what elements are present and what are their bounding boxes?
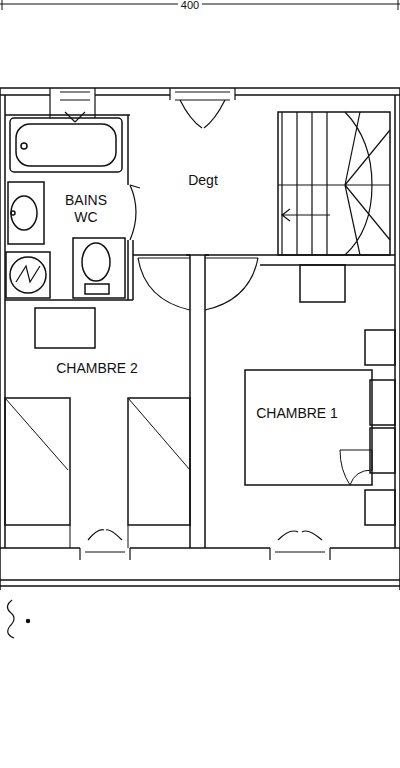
room-name: CHAMBRE 2 [53,360,141,377]
room-name: Degt [185,172,221,189]
room-label: Degt [185,172,221,189]
room-label: BAINS WC [58,192,114,226]
room-label: CHAMBRE 1 [253,405,341,422]
room-label: CHAMBRE 2 [53,360,141,377]
room-name: BAINS WC [58,192,114,226]
dimension-label: 400 [178,0,202,11]
room-name: CHAMBRE 1 [253,405,341,422]
